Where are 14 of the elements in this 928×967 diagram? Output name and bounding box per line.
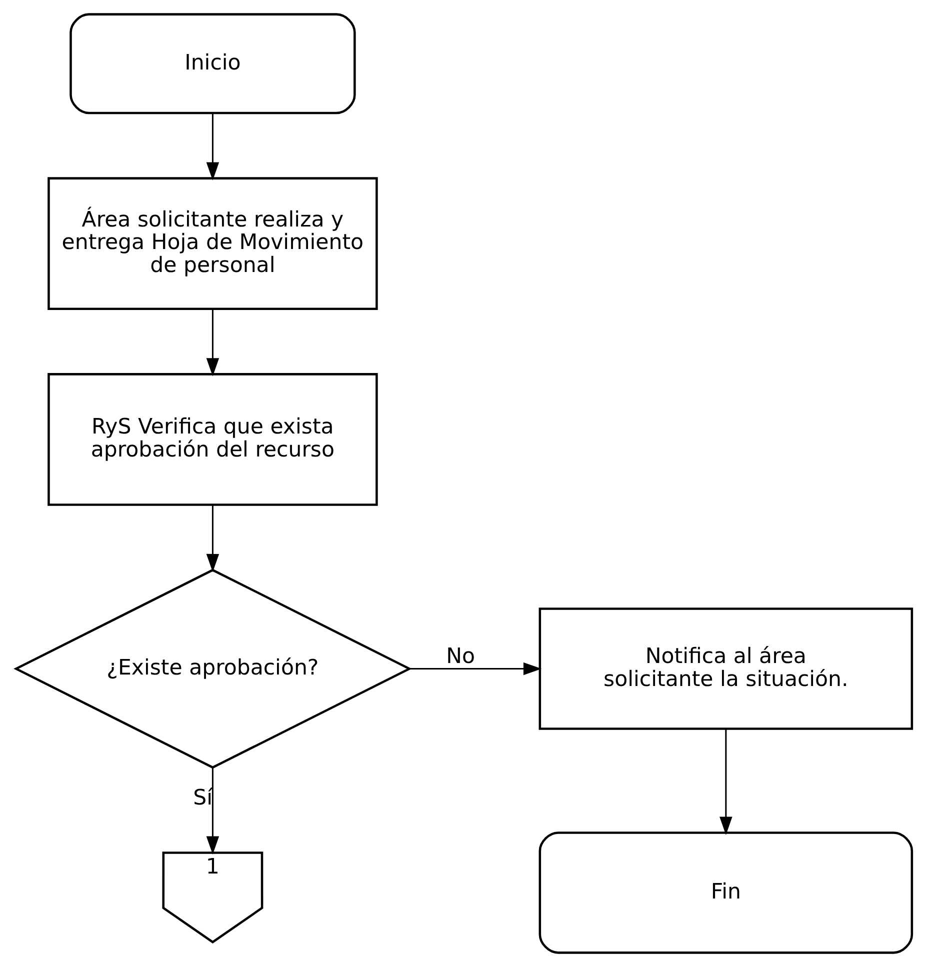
node-box: Notifica al área solicitante la situación.	[538, 608, 914, 730]
arrow	[206, 309, 220, 376]
node-box: RyS Verifica que exista aprobación del recurso	[48, 373, 378, 506]
node-diamond: ¿Existe aprobación?	[14, 568, 412, 769]
edge-label: No	[446, 644, 476, 669]
edge-label: Sí	[193, 785, 213, 810]
arrow	[206, 505, 220, 572]
arrow	[720, 728, 732, 835]
node-box: Inicio	[70, 13, 356, 114]
arrow	[410, 662, 542, 676]
node-box: Fin	[538, 832, 914, 954]
arrow	[206, 113, 220, 180]
node-box: Área solicitante realiza y entrega Hoja de Movimiento de personal	[48, 177, 378, 310]
arrow	[206, 768, 220, 855]
